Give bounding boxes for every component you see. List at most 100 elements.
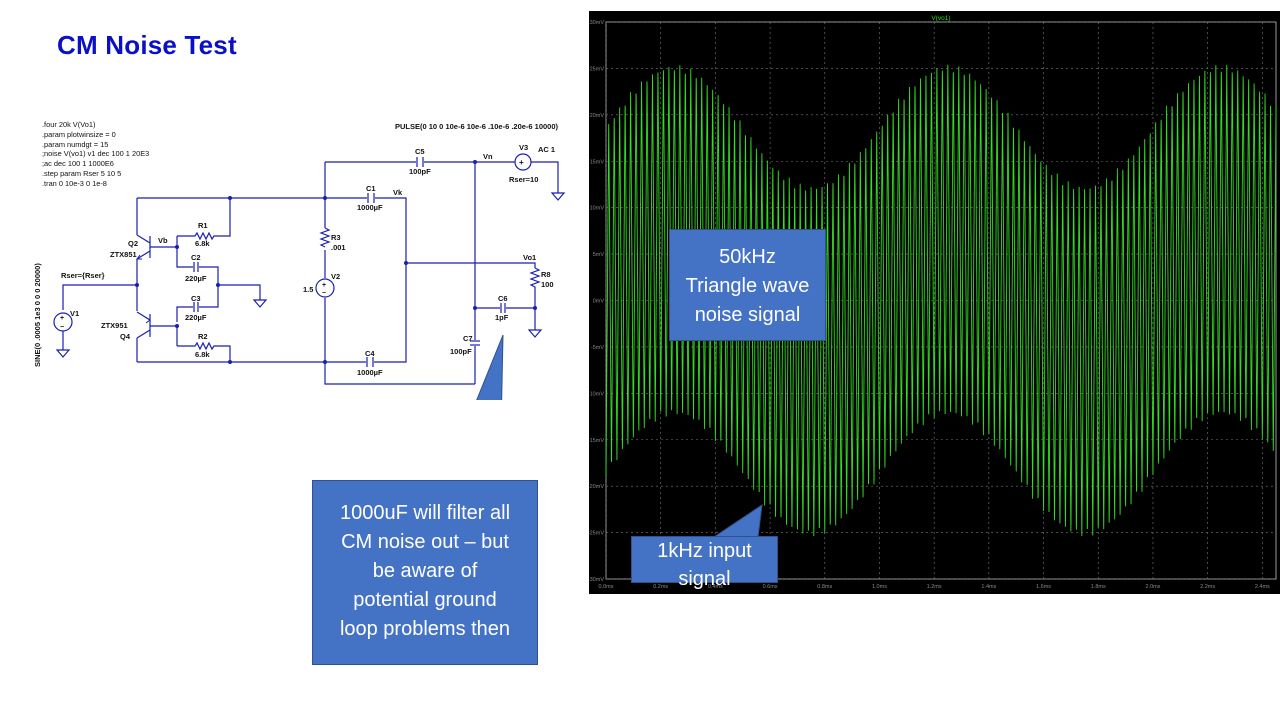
y-tick-label: 5mV bbox=[593, 252, 605, 258]
c6-value: 1pF bbox=[495, 313, 509, 322]
node-vk-label: Vk bbox=[393, 188, 403, 197]
y-tick-label: -25mV bbox=[589, 531, 604, 537]
x-tick-label: 2.0ms bbox=[1145, 584, 1160, 590]
ground-icon bbox=[550, 192, 566, 201]
callout-line: 1kHz input bbox=[657, 540, 752, 562]
y-tick-label: 25mV bbox=[590, 66, 605, 72]
y-tick-label: 30mV bbox=[590, 20, 605, 26]
directive-line: .param numdgt = 15 bbox=[42, 139, 109, 149]
y-tick-label: -30mV bbox=[589, 577, 604, 583]
node-vn-label: Vn bbox=[483, 152, 493, 161]
directive-line: ;noise V(vo1) v1 dec 100 1 20E3 bbox=[42, 149, 150, 159]
y-tick-label: 20mV bbox=[590, 113, 605, 119]
r3-value: .001 bbox=[331, 243, 346, 252]
c7-label: C7 bbox=[463, 334, 473, 343]
directive-line: .param plotwinsize = 0 bbox=[42, 129, 116, 139]
slide-title: CM Noise Test bbox=[57, 30, 237, 60]
y-tick-label: -15mV bbox=[589, 438, 604, 444]
c3-label: C3 bbox=[191, 294, 201, 303]
c4-value: 1000µF bbox=[357, 368, 383, 377]
callout-line: potential ground bbox=[353, 589, 497, 611]
c2-value: 220µF bbox=[185, 274, 207, 283]
y-tick-label: 15mV bbox=[590, 159, 605, 165]
svg-text:+: + bbox=[60, 315, 64, 322]
x-tick-label: 0.4ms bbox=[708, 584, 723, 590]
y-tick-label: -10mV bbox=[589, 391, 604, 397]
ground-icon bbox=[55, 349, 71, 358]
transistor-q4 bbox=[136, 311, 151, 362]
r3-label: R3 bbox=[331, 233, 341, 242]
c7-value: 100pF bbox=[450, 347, 472, 356]
c4-label: C4 bbox=[365, 349, 375, 358]
node-vb-label: Vb bbox=[158, 236, 168, 245]
r2-value: 6.8k bbox=[195, 350, 210, 359]
resistor-r1 bbox=[177, 198, 231, 241]
source-v2 bbox=[315, 278, 335, 298]
r8-label: R8 bbox=[541, 270, 551, 279]
c5-label: C5 bbox=[415, 147, 425, 156]
waveform-chart: 30mV 25mV 20mV 15mV 10mV 5mV 0mV -5mV -10mV -15mV… bbox=[588, 15, 1277, 590]
c1-value: 1000µF bbox=[357, 203, 383, 212]
v2-value: 1.5 bbox=[303, 285, 313, 294]
c5-value: 100pF bbox=[409, 167, 431, 176]
svg-text:−: − bbox=[322, 290, 326, 297]
callout-line: noise signal bbox=[694, 304, 801, 326]
y-tick-label: 10mV bbox=[590, 206, 605, 212]
q4-part: ZTX951 bbox=[101, 321, 128, 330]
resistor-r2 bbox=[177, 341, 231, 362]
callout-noise-note: 50kHz Triangle wave noise signal bbox=[669, 229, 826, 341]
chart-title: V(vo1) bbox=[931, 15, 950, 22]
callout-line: signal bbox=[678, 568, 731, 590]
callout-line: loop problems then bbox=[339, 618, 511, 640]
svg-text:−: − bbox=[60, 324, 64, 331]
v1-rser-label: Rser={Rser} bbox=[61, 271, 105, 280]
resistor-r8 bbox=[529, 267, 541, 330]
y-tick-label: -20mV bbox=[589, 484, 604, 490]
callout-pointer bbox=[476, 334, 504, 400]
sine-source-label: SINE(0 .0005 1e3 0 0 0 20000) bbox=[33, 263, 42, 367]
spice-directives: .four 20k V(Vo1) .param plotwinsize = 0 … bbox=[42, 120, 149, 189]
svg-text:+: + bbox=[322, 282, 326, 289]
y-tick-label: -5mV bbox=[591, 345, 604, 351]
y-tick-label: 0mV bbox=[593, 299, 605, 305]
pulse-source-label: PULSE(0 10 0 10e-6 10e-6 .10e-6 .20e-6 1… bbox=[395, 122, 559, 131]
series-line-vvo1 bbox=[605, 64, 1277, 537]
x-tick-label: 1.4ms bbox=[981, 584, 996, 590]
x-tick-label: 0.2ms bbox=[653, 584, 668, 590]
r1-label: R1 bbox=[198, 221, 208, 230]
callout-filter-note: 1000uF will filter all CM noise out – bu… bbox=[312, 480, 538, 665]
r2-label: R2 bbox=[198, 332, 208, 341]
ground-icon bbox=[527, 329, 543, 338]
c6-label: C6 bbox=[498, 294, 508, 303]
q2-label: Q2 bbox=[128, 239, 138, 248]
callout-line: be aware of bbox=[372, 560, 478, 582]
r1-value: 6.8k bbox=[195, 239, 210, 248]
x-tick-label: 1.8ms bbox=[1091, 584, 1106, 590]
v1-label: V1 bbox=[70, 309, 79, 318]
callout-line: 50kHz bbox=[719, 246, 776, 268]
directive-line: .step param Rser 5 10 5 bbox=[42, 168, 122, 178]
v3-label: V3 bbox=[519, 143, 528, 152]
resistor-r3 bbox=[319, 227, 331, 248]
x-tick-label: 2.2ms bbox=[1200, 584, 1215, 590]
c1-label: C1 bbox=[366, 184, 376, 193]
x-tick-label: 2.4ms bbox=[1255, 584, 1270, 590]
q2-part: ZTX851 bbox=[110, 250, 137, 259]
x-tick-label: 1.2ms bbox=[927, 584, 942, 590]
c2-label: C2 bbox=[191, 253, 201, 262]
x-tick-label: 1.0ms bbox=[872, 584, 887, 590]
callout-line: 1000uF will filter all bbox=[339, 502, 511, 524]
v2-label: V2 bbox=[331, 272, 340, 281]
x-tick-label: 0.8ms bbox=[817, 584, 832, 590]
callout-input-note: 1kHz input signal bbox=[631, 536, 778, 590]
directive-line: .four 20k V(Vo1) bbox=[42, 120, 96, 129]
directive-line: .tran 0 10e-3 0 1e-8 bbox=[42, 178, 107, 188]
x-tick-label: 0.6ms bbox=[763, 584, 778, 590]
callout-line: CM noise out – but bbox=[341, 531, 509, 553]
circuit-schematic: PULSE(0 10 0 10e-6 10e-6 .10e-6 .20e-6 1… bbox=[33, 122, 566, 400]
transistor-q2 bbox=[136, 234, 151, 260]
c3-value: 220µF bbox=[185, 313, 207, 322]
v3-ac-label: AC 1 bbox=[538, 145, 555, 154]
callout-line: Triangle wave bbox=[685, 275, 810, 297]
